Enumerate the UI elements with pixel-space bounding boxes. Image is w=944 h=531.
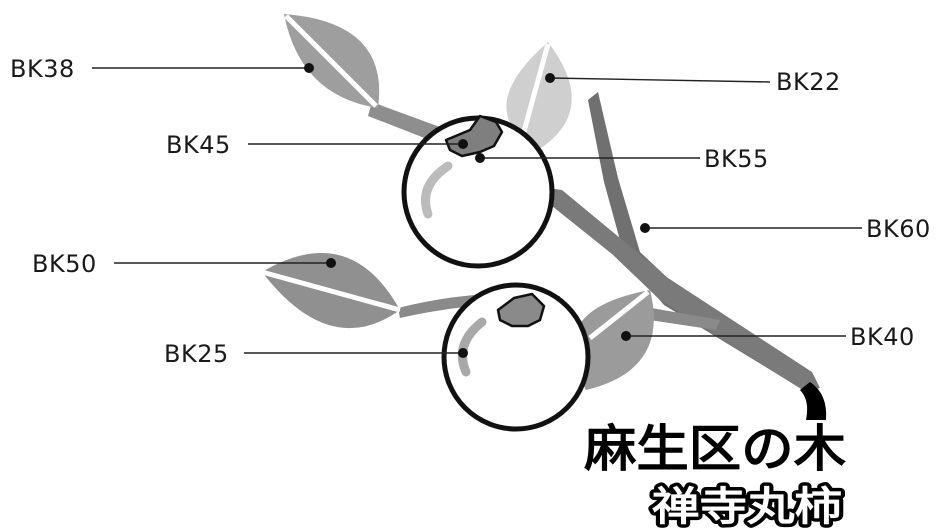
leaders <box>92 63 862 358</box>
persimmon-calyx <box>496 292 546 328</box>
leaf-shape <box>572 290 654 390</box>
dot-bk55 <box>475 153 485 163</box>
trunk-end-cap <box>800 382 827 420</box>
dot-bk22 <box>545 73 555 83</box>
dot-bk38 <box>304 63 314 73</box>
dot-bk40 <box>621 331 631 341</box>
leaf-shape <box>506 42 572 150</box>
trunk-diagonal-branch <box>548 188 820 392</box>
labels: BK38 BK22 BK45 BK55 BK60 BK50 BK40 BK25 <box>10 55 931 368</box>
trunk-upper-section <box>588 92 822 395</box>
dot-bk25 <box>458 348 468 358</box>
label-bk25: BK25 <box>164 340 229 368</box>
title-main: 麻生区の木 <box>584 419 846 478</box>
dot-bk50 <box>326 258 336 268</box>
main-trunk <box>548 92 827 420</box>
leaf-vein <box>517 43 551 147</box>
label-bk60: BK60 <box>866 215 931 243</box>
label-bk38: BK38 <box>10 55 75 83</box>
lower-persimmon <box>441 282 591 432</box>
label-bk40: BK40 <box>850 323 915 351</box>
upper-persimmon <box>401 114 555 269</box>
upper-right-leaf <box>506 42 572 150</box>
dot-bk45 <box>458 139 468 149</box>
label-bk22: BK22 <box>776 68 841 96</box>
persimmon-highlight <box>458 317 487 377</box>
leaf-vein <box>284 14 378 108</box>
upper-left-leaf <box>284 14 380 108</box>
leaf-vein <box>588 290 650 340</box>
dot-bk60 <box>640 223 650 233</box>
persimmon-highlight <box>421 161 453 219</box>
lower-right-leaf <box>572 290 654 390</box>
label-bk55: BK55 <box>704 145 769 173</box>
leader-bk22 <box>549 77 771 83</box>
label-bk45: BK45 <box>166 131 231 159</box>
title-sub: 禅寺丸柿 <box>652 483 842 530</box>
lower-branch-right <box>636 306 720 330</box>
lower-left-leaf <box>261 252 401 329</box>
label-bk50: BK50 <box>32 250 97 278</box>
leaf-vein <box>261 269 401 313</box>
